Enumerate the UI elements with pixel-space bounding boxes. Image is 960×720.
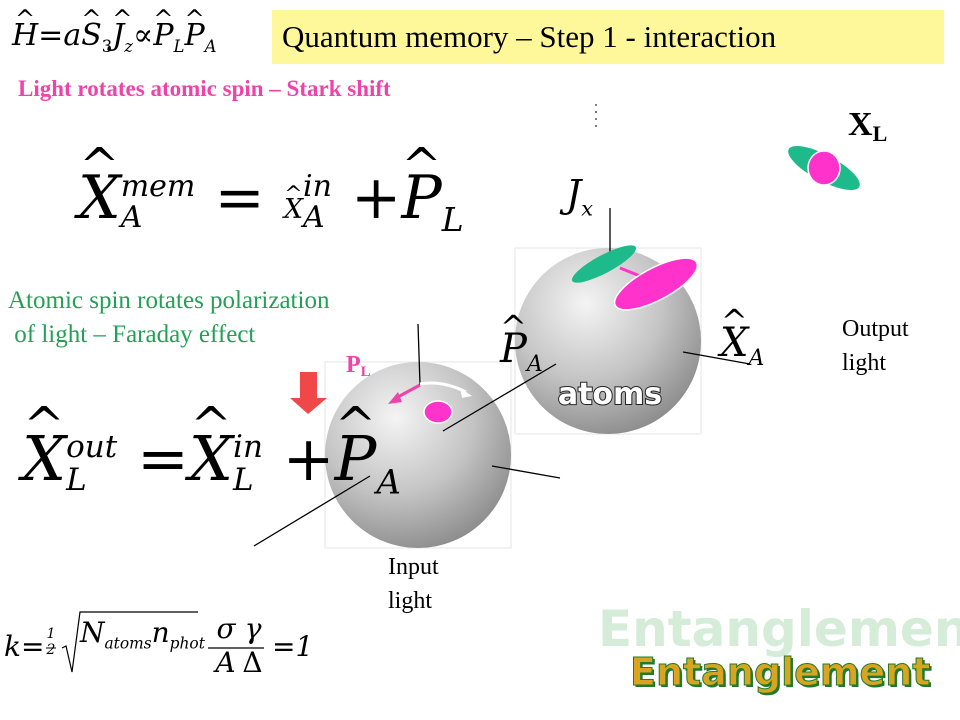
xa-subscript: A: [748, 346, 765, 371]
pink-spot-front: [423, 400, 453, 424]
xa-label: XA: [720, 302, 765, 371]
xa-x: X: [720, 302, 749, 366]
xl-x: X: [848, 106, 873, 143]
pa-p: P: [500, 308, 527, 372]
plus-sign: +: [351, 163, 402, 233]
pl-p: P: [346, 352, 361, 378]
n-atoms-subscript: atoms: [104, 634, 152, 653]
x-in-superscript: in: [233, 429, 263, 466]
n-phot-subscript: phot: [169, 634, 205, 653]
rotation-arrow-head: [460, 388, 472, 398]
n-atoms-symbol: N: [80, 616, 105, 649]
p-subscript: L: [441, 200, 464, 239]
x-in-operator: X: [189, 401, 233, 490]
plus-sign: +: [282, 422, 335, 495]
pl-operator: P: [153, 5, 173, 53]
s-operator: S: [81, 5, 102, 53]
pink-ellipse-spin: [613, 257, 699, 311]
j-operator: J: [112, 5, 124, 53]
x-operator: X: [78, 142, 121, 228]
page-title: Quantum memory – Step 1 - interaction: [272, 10, 944, 64]
output-light-label: Output light: [842, 312, 909, 380]
pl-label: PL: [346, 352, 371, 381]
delta-symbol: Δ: [242, 646, 263, 679]
entanglement-watermark: Entanglement: [629, 650, 931, 695]
x-in-subscript: A: [303, 200, 325, 236]
sqrt-sign: [61, 611, 198, 673]
pl-axis: [417, 323, 421, 386]
equals-sign: =: [38, 18, 64, 53]
pink-circle-xl: [807, 150, 841, 186]
pa-subscript: A: [526, 352, 543, 377]
output-light-line-1: Output: [842, 316, 909, 342]
spin-rotation-mark: [619, 266, 641, 278]
pl-arrow-head: [388, 392, 402, 404]
teal-ellipse-spin: [571, 245, 637, 283]
pa-subscript: A: [204, 37, 217, 56]
n-phot-symbol: n: [151, 616, 170, 649]
faraday-effect-heading: Atomic spin rotates polarization of ligh…: [8, 284, 329, 352]
coefficient-a: a: [63, 18, 82, 53]
k-formula: k=: [4, 630, 44, 663]
sqrt-content: Natomsnphot: [80, 616, 205, 653]
jx-j: J: [566, 172, 582, 216]
xa-axis-front: [491, 465, 561, 479]
x-superscript: mem: [120, 168, 196, 204]
xl-label: XL: [848, 106, 887, 147]
x-out-subscript: L: [66, 461, 87, 498]
p-a-operator: P: [335, 401, 377, 490]
input-light-line-1: Input: [388, 554, 439, 580]
half-fraction: 1 2: [46, 626, 56, 658]
atoms-label: atoms: [558, 377, 662, 412]
entanglement-watermark-ghost: Entanglement: [598, 600, 960, 658]
red-arrow-shaft: [300, 372, 317, 398]
equals-sign: =: [136, 422, 189, 495]
gamma-symbol: γ: [244, 612, 262, 645]
s-subscript: 3: [101, 37, 113, 56]
x-out-superscript: out: [66, 429, 118, 466]
k-symbol: k: [4, 630, 21, 663]
half-denominator: 2: [46, 642, 56, 658]
h-operator: H: [12, 5, 38, 53]
xl-subscript: L: [872, 121, 888, 146]
half-numerator: 1: [46, 626, 56, 642]
pl-subscript: L: [173, 37, 185, 56]
k-equals-one: =1: [272, 630, 313, 663]
x-in-superscript: in: [303, 168, 332, 204]
area-symbol: A: [215, 646, 236, 679]
pl-arrow-line: [395, 383, 421, 400]
x-subscript: A: [120, 200, 143, 236]
equals-sign-2: =: [272, 630, 296, 663]
output-light-line-2: light: [842, 350, 887, 376]
faraday-line-2: of light – Faraday effect: [8, 321, 256, 348]
x-in-subscript: L: [233, 461, 254, 498]
x-out-operator: X: [22, 401, 66, 490]
x-in-operator: X: [284, 184, 303, 223]
input-light-label: Input light: [388, 550, 439, 618]
pa-label: PA: [500, 308, 543, 377]
stark-shift-heading: Light rotates atomic spin – Stark shift: [18, 76, 391, 101]
pl-subscript: L: [360, 364, 371, 380]
faraday-line-1: Atomic spin rotates polarization: [8, 287, 330, 314]
equals-sign: =: [214, 163, 265, 233]
hamiltonian-equation: H=aS3Jz∝PLPA: [12, 5, 217, 56]
red-arrow-head: [290, 398, 327, 414]
value-one: 1: [295, 630, 314, 663]
j-subscript: z: [124, 37, 133, 56]
sigma-symbol: σ: [216, 612, 236, 645]
p-operator: P: [401, 142, 442, 228]
input-light-line-2: light: [388, 588, 433, 614]
light-beam-mid: [442, 363, 557, 432]
proportional-sign: ∝: [133, 18, 154, 53]
jx-subscript: x: [581, 196, 594, 221]
equals-sign: =: [20, 630, 45, 663]
jx-label: Jx: [566, 172, 593, 221]
p-a-subscript: A: [376, 462, 401, 503]
pa-operator: P: [184, 5, 204, 53]
